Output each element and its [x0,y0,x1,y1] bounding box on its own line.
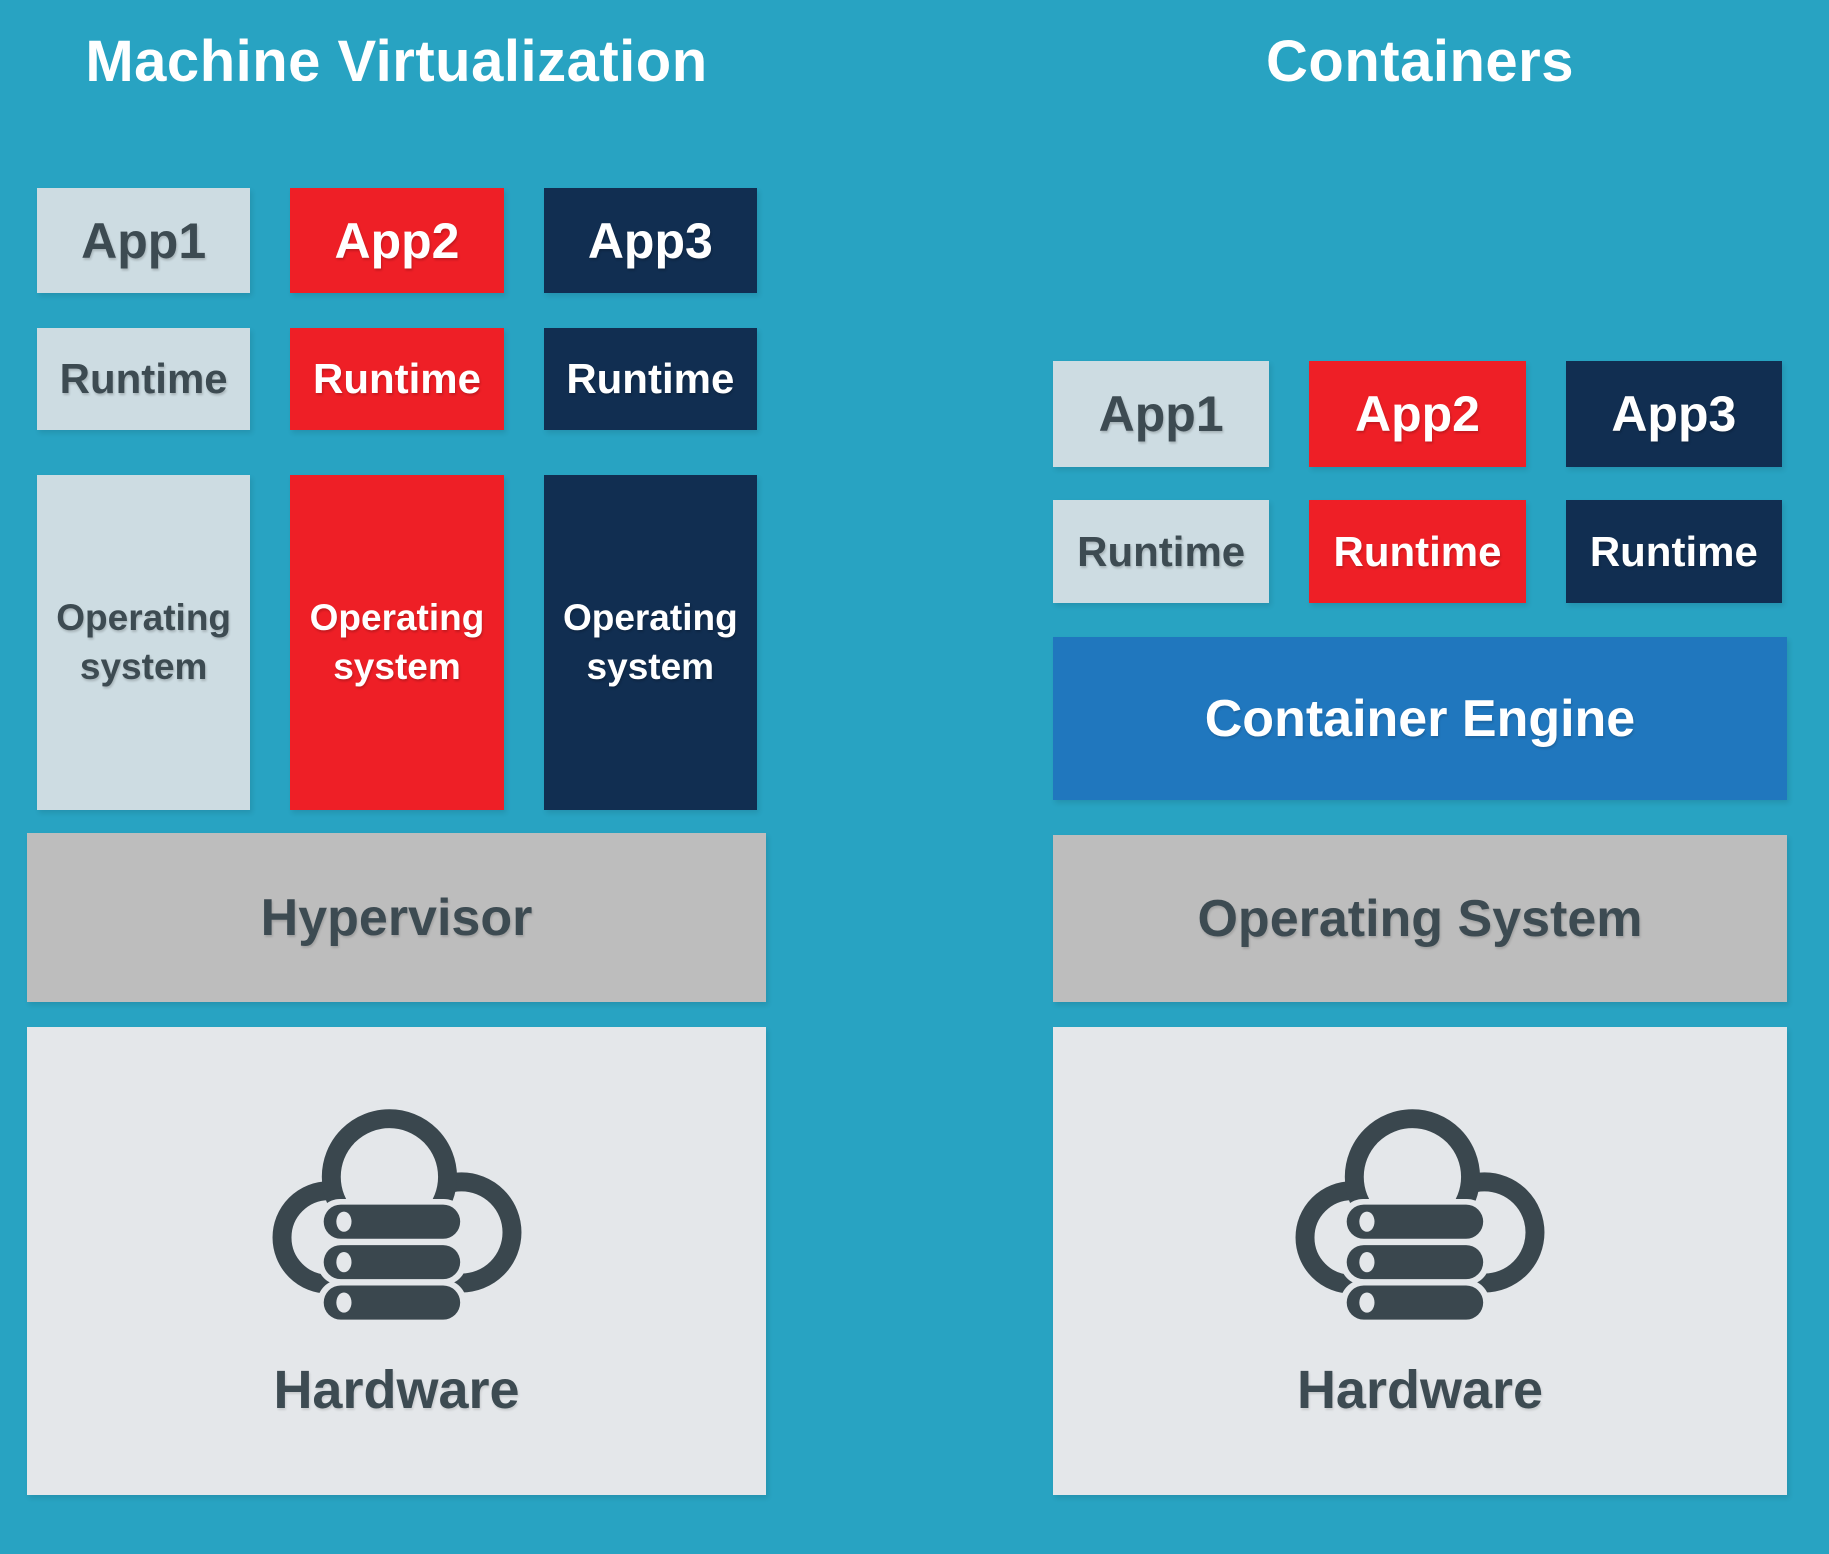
container-engine-bar: Container Engine [1053,637,1787,800]
right-runtime-row: Runtime Runtime Runtime [1053,500,1782,603]
right-runtime1-box: Runtime [1053,500,1270,603]
machine-virtualization-panel: Machine Virtualization App1 App2 App3 Ru… [27,0,766,1554]
cloud-server-icon [1295,1109,1545,1326]
cloud-server-icon [272,1109,521,1326]
left-app3-box: App3 [543,188,757,293]
right-app1-box: App1 [1053,361,1270,467]
left-app1-box: App1 [37,188,251,293]
right-app-row: App1 App2 App3 [1053,361,1782,467]
left-os-row: Operating system Operating system Operat… [37,475,757,810]
left-os2-box: Operating system [290,475,504,810]
right-app3-box: App3 [1565,361,1782,467]
left-os1-box: Operating system [37,475,251,810]
left-runtime3-box: Runtime [543,328,757,430]
left-hardware-box: Hardware [27,1027,766,1495]
left-runtime-row: Runtime Runtime Runtime [37,328,757,430]
operating-system-bar: Operating System [1053,835,1787,1002]
left-runtime1-box: Runtime [37,328,251,430]
right-hardware-box: Hardware [1053,1027,1787,1495]
left-runtime2-box: Runtime [290,328,504,430]
containers-panel: Containers App1 App2 App3 Runtime Runtim… [1053,0,1787,1554]
right-hardware-label: Hardware [1296,1360,1544,1420]
left-app2-box: App2 [290,188,504,293]
containers-title: Containers [1266,29,1574,94]
right-app2-box: App2 [1309,361,1526,467]
hypervisor-bar: Hypervisor [27,833,766,1002]
machine-virtualization-title: Machine Virtualization [85,29,708,94]
right-runtime3-box: Runtime [1565,500,1782,603]
left-hardware-label: Hardware [273,1360,520,1420]
left-os3-box: Operating system [543,475,757,810]
left-app-row: App1 App2 App3 [37,188,757,293]
right-runtime2-box: Runtime [1309,500,1526,603]
